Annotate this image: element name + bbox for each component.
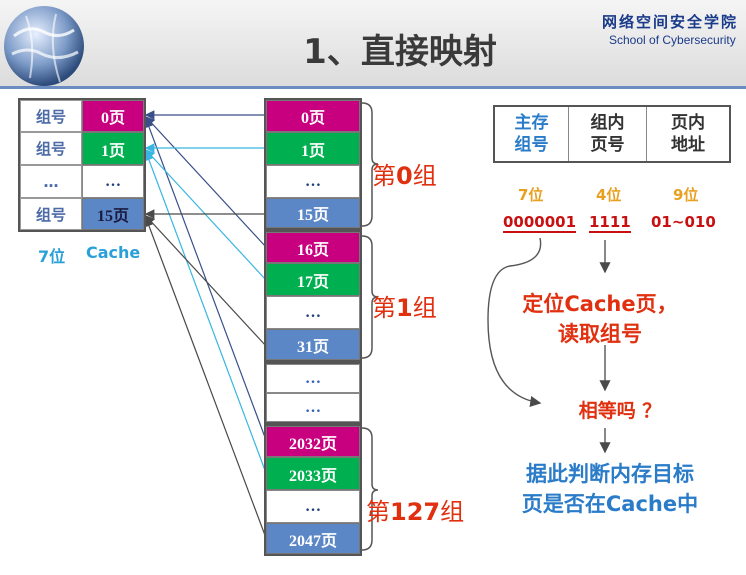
mem-page-17: 17页 [266, 263, 360, 296]
arrow-2033-to-cache1 [144, 150, 267, 474]
cache-row-0-tag: 组号 [20, 100, 82, 132]
mem-ellipsis-127: … [266, 490, 360, 523]
cache-row-1-tag: 组号 [20, 132, 82, 165]
addr-value-group: 0000001 [503, 213, 577, 233]
memory-group-1 [264, 230, 362, 362]
mem-page-15: 15页 [266, 198, 360, 228]
step-locate: 定位Cache页， 读取组号 [522, 292, 678, 346]
school-name-cn: 网络空间安全学院 [602, 13, 739, 31]
group-1-label: 第1组 [372, 294, 437, 322]
cache-row-1-page: 1页 [82, 132, 144, 165]
addr-value-offset: 01~010 [651, 213, 716, 231]
step-compare: 相等吗 ？ [578, 400, 662, 422]
mem-page-1: 1页 [266, 132, 360, 165]
header-divider [0, 86, 746, 89]
arrow-tag-to-compare [487, 237, 542, 408]
addr-field-offset: 页内地址 [671, 113, 705, 155]
header-band [0, 0, 746, 86]
cache-row-3-tag: 组号 [20, 198, 82, 230]
mem-gap-ellipsis-1: … [266, 393, 360, 422]
mem-page-16: 16页 [266, 232, 360, 263]
cache-table [18, 98, 146, 232]
group0-brace [361, 102, 379, 227]
mem-page-0: 0页 [266, 100, 360, 132]
mem-ellipsis-1: … [266, 296, 360, 329]
mem-page-2032: 2032页 [266, 426, 360, 457]
arrow-2047-to-cache15 [144, 216, 267, 539]
page-title: 1、直接映射 [303, 32, 497, 72]
addr-bits-group: 7位 [518, 186, 544, 204]
addr-field-page: 组内页号 [569, 107, 647, 161]
addr-value-page: 1111 [589, 213, 631, 233]
arrow-17-to-cache1 [145, 149, 267, 281]
mem-page-31: 31页 [266, 329, 360, 360]
group-127-label: 第127组 [366, 498, 465, 526]
memory-gap [264, 362, 362, 424]
cache-row-2-page: … [82, 165, 144, 198]
cache-tag-bits-label: 7位 [38, 247, 66, 266]
group1-brace [361, 235, 379, 359]
memory-group-0 [264, 98, 362, 230]
cache-row-3-page: 15页 [82, 198, 144, 230]
step-judge: 据此判断内存目标 页是否在Cache中 [521, 462, 699, 516]
cache-label: Cache [86, 243, 141, 262]
cache-row-2-tag: … [20, 165, 82, 198]
addr-bits-page: 4位 [596, 186, 622, 204]
school-name-en: School of Cybersecurity [609, 33, 736, 47]
group-0-label: 第0组 [372, 162, 437, 190]
cache-row-0-page: 0页 [82, 100, 144, 132]
globe-icon [4, 6, 84, 86]
addr-field-group: 主存组号 [495, 107, 569, 161]
mem-page-2033: 2033页 [266, 457, 360, 490]
address-format-table [493, 105, 731, 163]
arrow-2032-to-cache0 [144, 117, 267, 441]
mem-ellipsis-0: … [266, 165, 360, 198]
mem-page-2047: 2047页 [266, 523, 360, 554]
memory-group-127 [264, 424, 362, 556]
mem-gap-ellipsis-0: … [266, 364, 360, 393]
group127-brace [361, 427, 379, 551]
addr-bits-offset: 9位 [673, 186, 699, 204]
arrow-16-to-cache0 [145, 116, 267, 248]
arrow-31-to-cache15 [145, 215, 267, 347]
